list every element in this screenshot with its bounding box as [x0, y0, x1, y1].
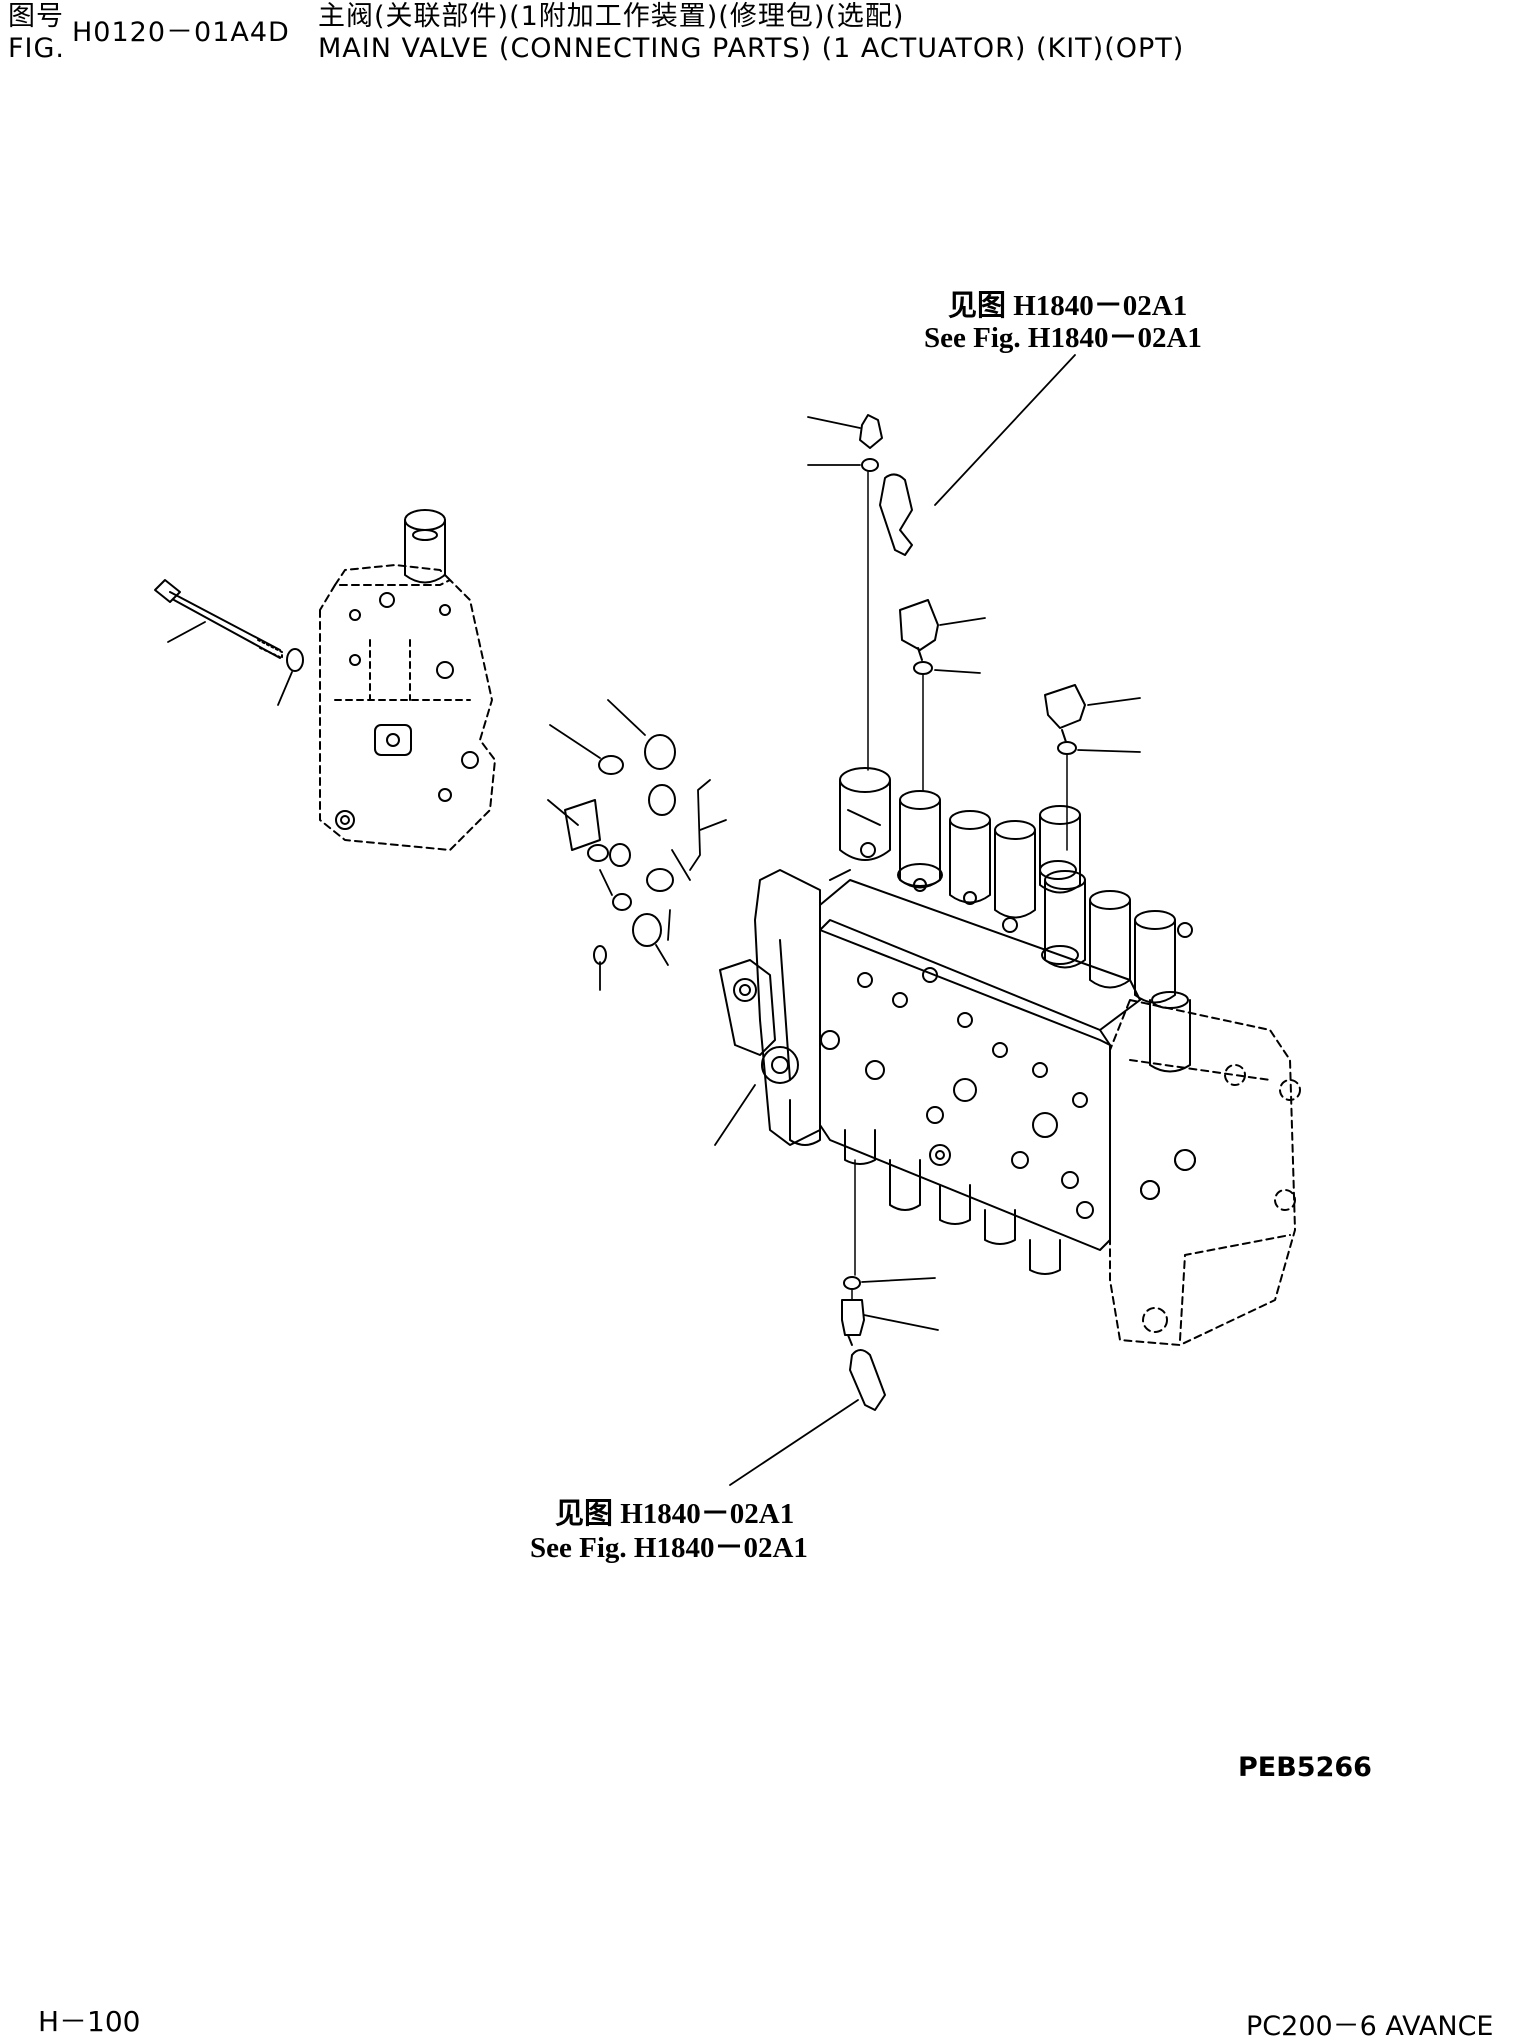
drawing-code: PEB5266	[1238, 1752, 1372, 1783]
bottom-reference-cn: 见图 H1840－02A1	[555, 1498, 795, 1530]
title-cn: 主阀(关联部件)(1附加工作装置)(修理包)(选配)	[318, 1, 905, 32]
bottom-fittings	[842, 1277, 885, 1410]
detached-valve-section	[320, 510, 495, 850]
fig-label-cn: 图号	[8, 1, 64, 32]
bottom-reference-en: See Fig. H1840－02A1	[530, 1532, 808, 1564]
block-ports	[821, 968, 1093, 1218]
alignment-lines	[852, 472, 1067, 1300]
main-control-valve	[720, 768, 1300, 1345]
seal-kit	[565, 735, 675, 964]
fig-label-en: FIG.	[8, 33, 65, 64]
lower-bosses	[790, 1100, 1060, 1274]
title-en: MAIN VALVE (CONNECTING PARTS) (1 ACTUATO…	[318, 33, 1185, 64]
top-reference-en: See Fig. H1840－02A1	[924, 322, 1202, 354]
top-fittings	[860, 415, 1085, 754]
end-section	[1110, 1000, 1300, 1345]
fig-number: H0120－01A4D	[72, 17, 290, 48]
leader-lines	[168, 355, 1140, 1485]
page-number: H－100	[38, 2005, 141, 2038]
machine-model: PC200－6 AVANCE	[1246, 2011, 1494, 2042]
mounting-bolt	[155, 580, 303, 671]
top-reference-cn: 见图 H1840－02A1	[948, 290, 1188, 322]
spool-caps	[840, 768, 1192, 1072]
